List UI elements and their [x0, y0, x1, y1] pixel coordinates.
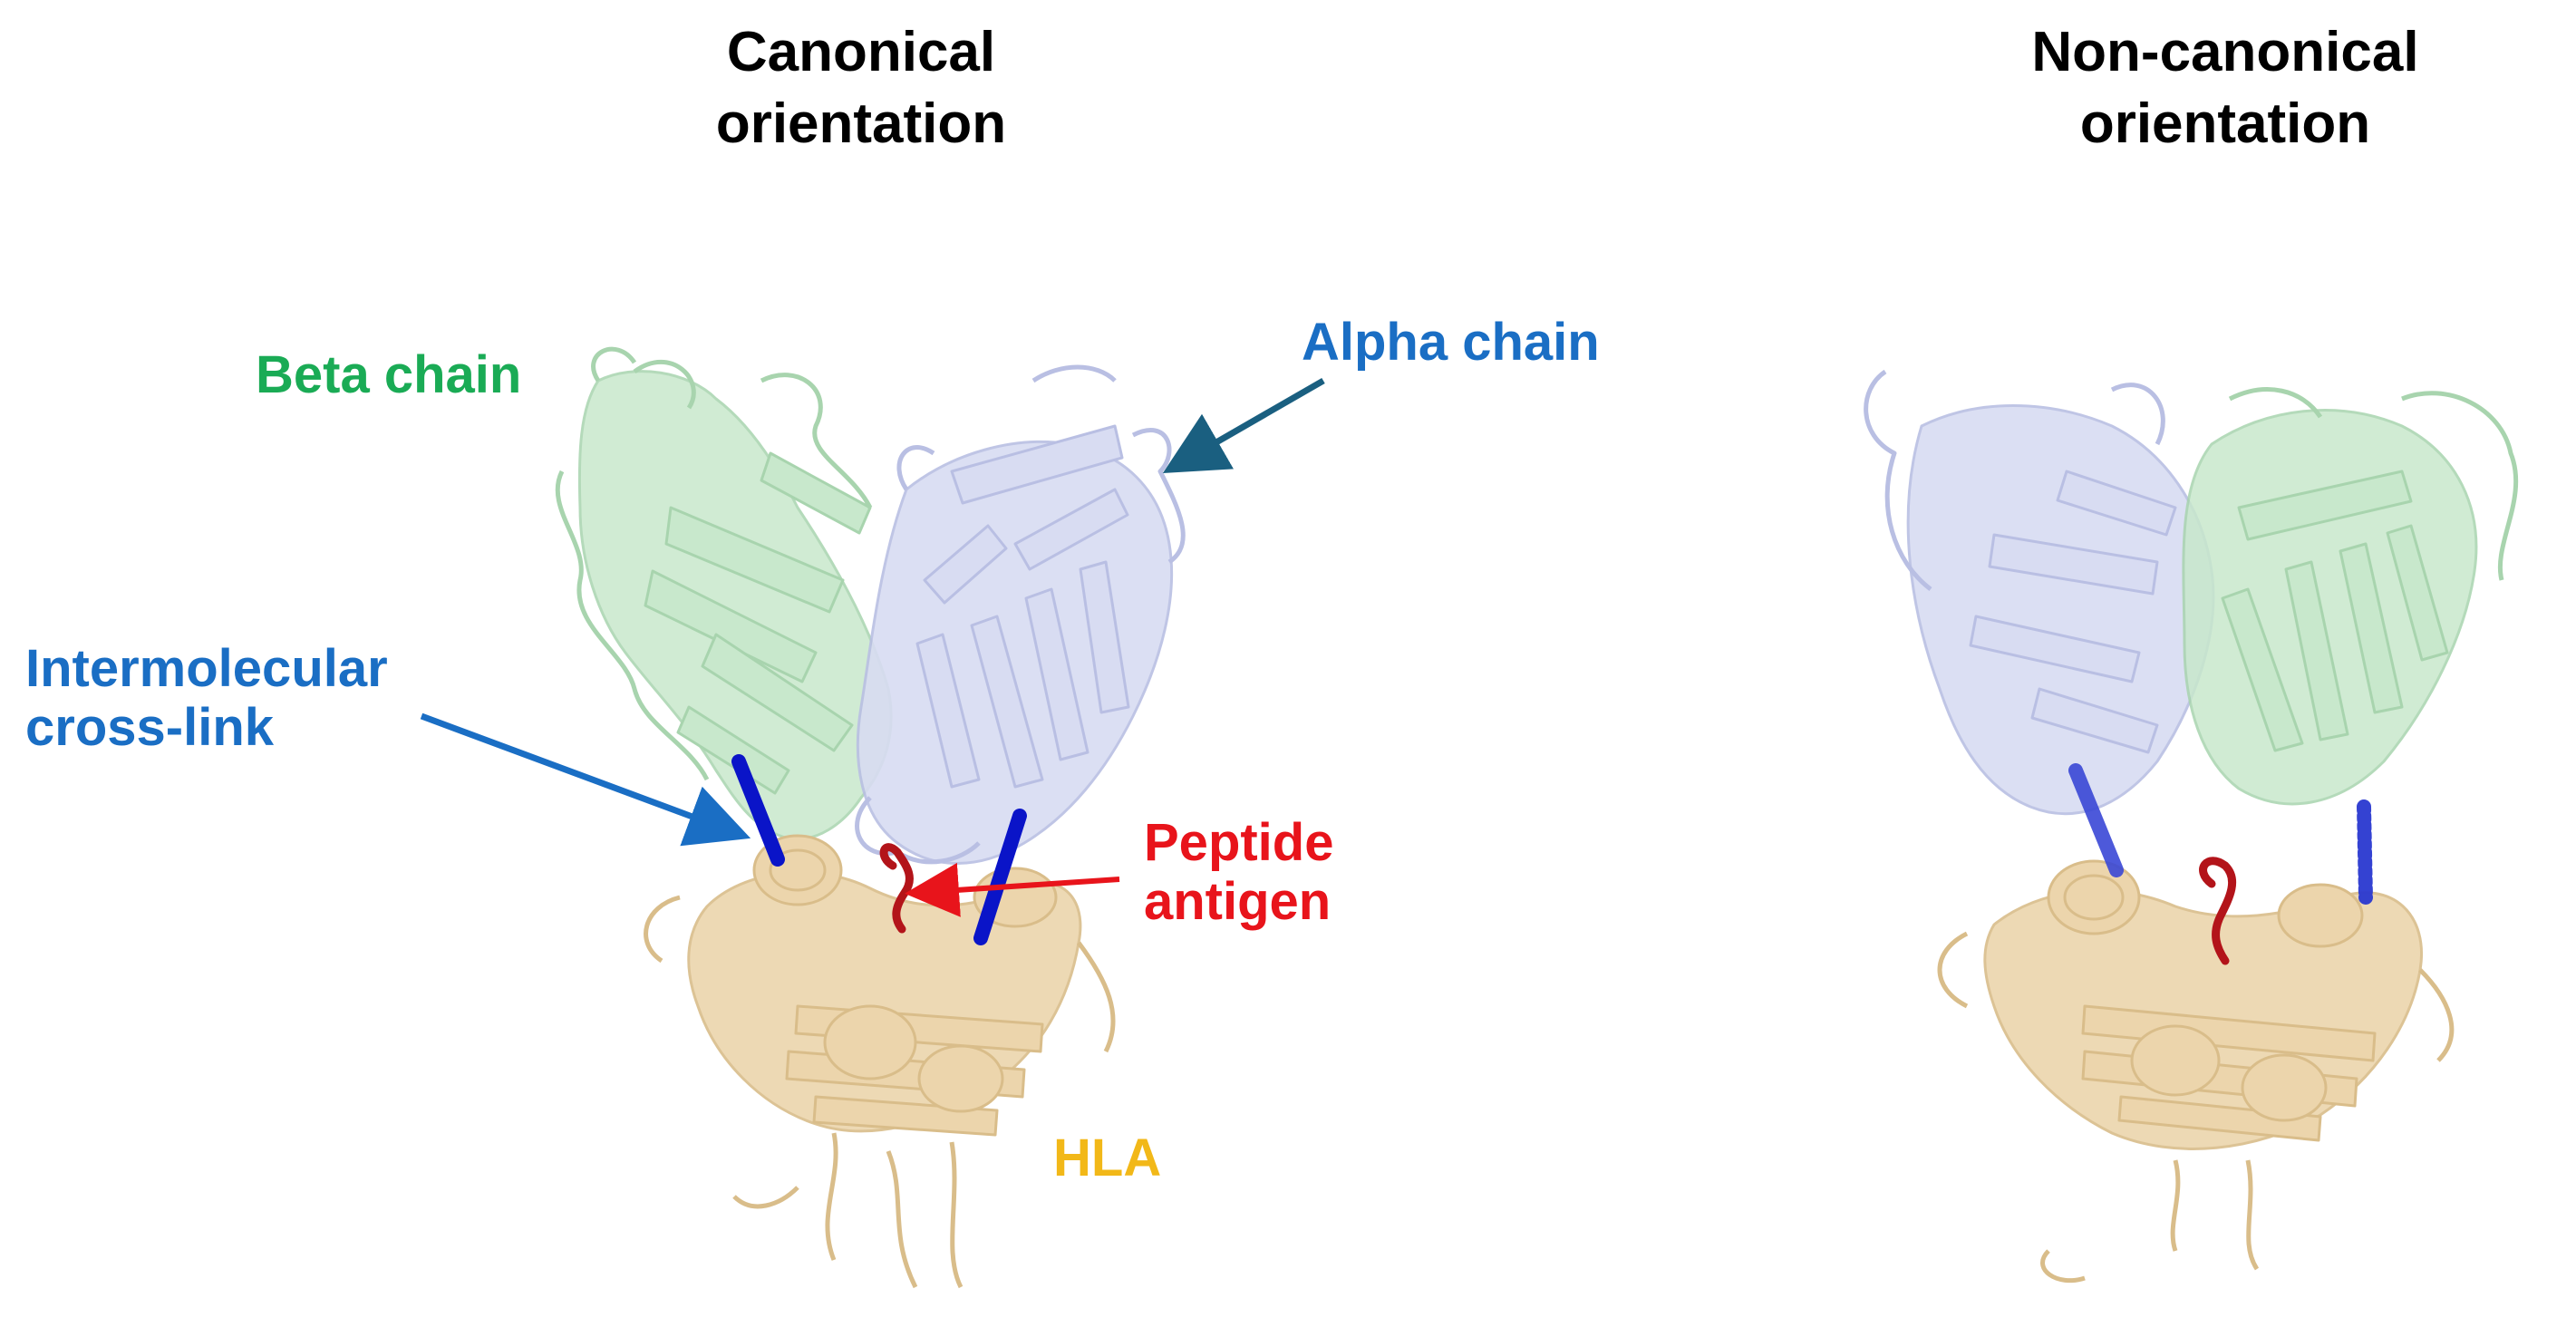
non-canonical-structure	[1866, 372, 2516, 1281]
crosslink-non-canonical-right	[2364, 807, 2366, 897]
alpha-chain-non-canonical	[1866, 372, 2213, 814]
beta-chain-label: Beta chain	[256, 346, 521, 405]
beta-chain-non-canonical	[2184, 390, 2516, 804]
hla-non-canonical	[1940, 861, 2452, 1281]
hla-label: HLA	[1053, 1129, 1161, 1188]
peptide-antigen-label: Peptide antigen	[1144, 814, 1334, 932]
alpha-chain-label: Alpha chain	[1302, 314, 1600, 373]
hla-canonical	[646, 836, 1113, 1287]
alpha-chain-canonical	[857, 367, 1184, 864]
crosslink-label: Intermolecular cross-link	[25, 640, 388, 758]
beta-chain-canonical	[557, 349, 891, 839]
alpha-chain-arrow	[1174, 381, 1323, 467]
